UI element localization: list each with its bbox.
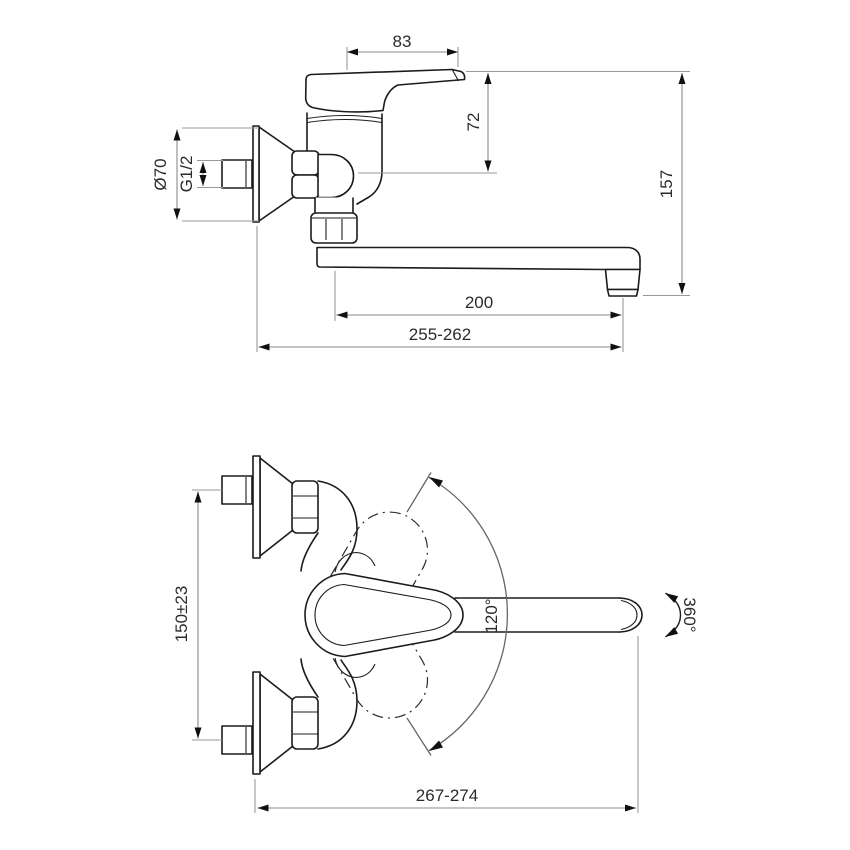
thread-nipple (221, 475, 253, 505)
dim-label: 360° (680, 597, 699, 632)
dim-label: 255-262 (409, 325, 471, 344)
dim-label: 150±23 (172, 586, 191, 643)
dim-label: Ø70 (151, 158, 170, 190)
thread-nipple (221, 159, 253, 189)
front-view: 120° 360° 150±23 267-274 (172, 455, 699, 813)
dim-label: 83 (393, 32, 412, 51)
dim-thread-size: G1/2 (177, 156, 223, 193)
dim-spout-reach: 200 (334, 271, 622, 321)
escutcheon-rim (252, 671, 261, 775)
escutcheon-cone (259, 457, 294, 557)
aerator-body (604, 268, 641, 291)
dim-label: 267-274 (416, 786, 478, 805)
swivel-tangent-top (406, 472, 432, 513)
handle-tip-edge (452, 69, 459, 82)
dim-inlet-centre-distance: 150±23 (172, 489, 222, 741)
dim-handle-length: 83 (346, 32, 459, 70)
valve-cap (317, 153, 355, 199)
dim-label: 120° (482, 598, 501, 633)
swivel-arc (428, 476, 509, 752)
dim-label: 157 (657, 170, 676, 198)
body-ring-line-2 (306, 118, 383, 124)
body-ring-line-1 (306, 114, 383, 120)
rotation-arrow-top (665, 593, 679, 603)
union-nut (291, 696, 319, 750)
neck-fill (315, 197, 353, 214)
dim-escutcheon-diameter: Ø70 (151, 127, 259, 222)
side-view: 83 72 157 Ø70 G1/2 (151, 32, 690, 352)
union-nut-upper-face (291, 150, 320, 176)
body-shoulder-arc (334, 551, 376, 573)
body-right-edge (356, 113, 383, 205)
union-nut-lower-face (291, 174, 320, 199)
escutcheon-cone (258, 126, 296, 222)
dim-label: 72 (464, 113, 483, 132)
spout-end-cap-inner (620, 599, 638, 631)
dim-spout-swivel: 360° (665, 592, 699, 638)
escutcheon-rim (252, 455, 261, 559)
dim-handle-swivel: 120° (406, 472, 509, 756)
body-left-lower (300, 658, 319, 698)
spout-fill (455, 598, 621, 632)
rotation-arrow-bottom (665, 627, 679, 637)
dim-handle-height: 72 (358, 70, 690, 174)
swivel-arrow-top (429, 477, 443, 488)
dim-overall-width: 267-274 (254, 636, 639, 813)
handle-front-inner (314, 583, 452, 647)
wall-connection-top (221, 455, 319, 559)
thread-nipple (221, 725, 253, 755)
dim-wall-to-spout-tip: 255-262 (256, 226, 624, 352)
wall-connection-bottom (221, 671, 319, 775)
union-nut (291, 480, 319, 534)
handle-lever (304, 68, 466, 113)
spout-arm (316, 246, 641, 271)
aerator-cap (606, 288, 639, 297)
dim-label: 200 (465, 293, 493, 312)
body-left-upper (300, 532, 319, 572)
escutcheon-cone (259, 673, 294, 773)
swivel-arrow-bottom (429, 740, 443, 751)
dim-total-height: 157 (643, 73, 690, 297)
body-right-lower (317, 659, 358, 750)
spout-end-cap (619, 597, 643, 633)
handle-front-outer (304, 572, 464, 658)
dim-label: G1/2 (177, 156, 196, 193)
swivel-tangent-bottom (406, 717, 432, 756)
spout-nut (310, 212, 358, 244)
escutcheon-rim (252, 125, 260, 223)
body-right-upper (317, 480, 358, 571)
